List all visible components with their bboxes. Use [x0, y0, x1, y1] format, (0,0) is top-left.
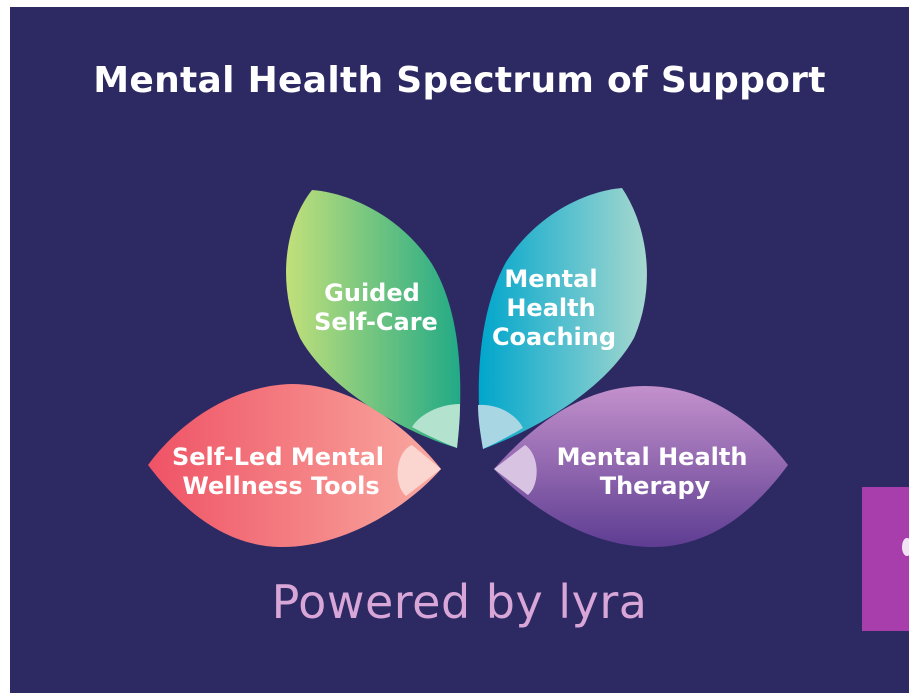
- selfled-line-1: Self-Led Mental: [172, 443, 384, 471]
- petal-guided-self-care: [286, 190, 461, 448]
- slide-background: [10, 7, 909, 693]
- guided-line-2: Self-Care: [314, 308, 438, 336]
- coaching-line-3: Coaching: [492, 323, 616, 351]
- therapy-line-2: Therapy: [600, 472, 711, 500]
- petal-therapy: [494, 386, 788, 548]
- therapy-line-1: Mental Health: [557, 443, 748, 471]
- side-tab[interactable]: [862, 487, 909, 631]
- guided-line-1: Guided: [324, 279, 420, 307]
- label-therapy: Mental Health Therapy: [557, 443, 748, 500]
- powered-by-lyra: Powered by lyra: [271, 575, 648, 629]
- label-self-led: Self-Led Mental Wellness Tools: [172, 443, 384, 500]
- petal-self-led: [148, 384, 441, 548]
- label-coaching: Mental Health Coaching: [492, 265, 616, 351]
- coaching-line-2: Health: [506, 294, 595, 322]
- coaching-line-1: Mental: [504, 265, 597, 293]
- label-guided-self-care: Guided Self-Care: [314, 279, 438, 336]
- side-tab-icon: [902, 538, 909, 556]
- slide-title: Mental Health Spectrum of Support: [93, 60, 826, 101]
- petal-coaching: [478, 188, 647, 449]
- selfled-line-2: Wellness Tools: [182, 472, 379, 500]
